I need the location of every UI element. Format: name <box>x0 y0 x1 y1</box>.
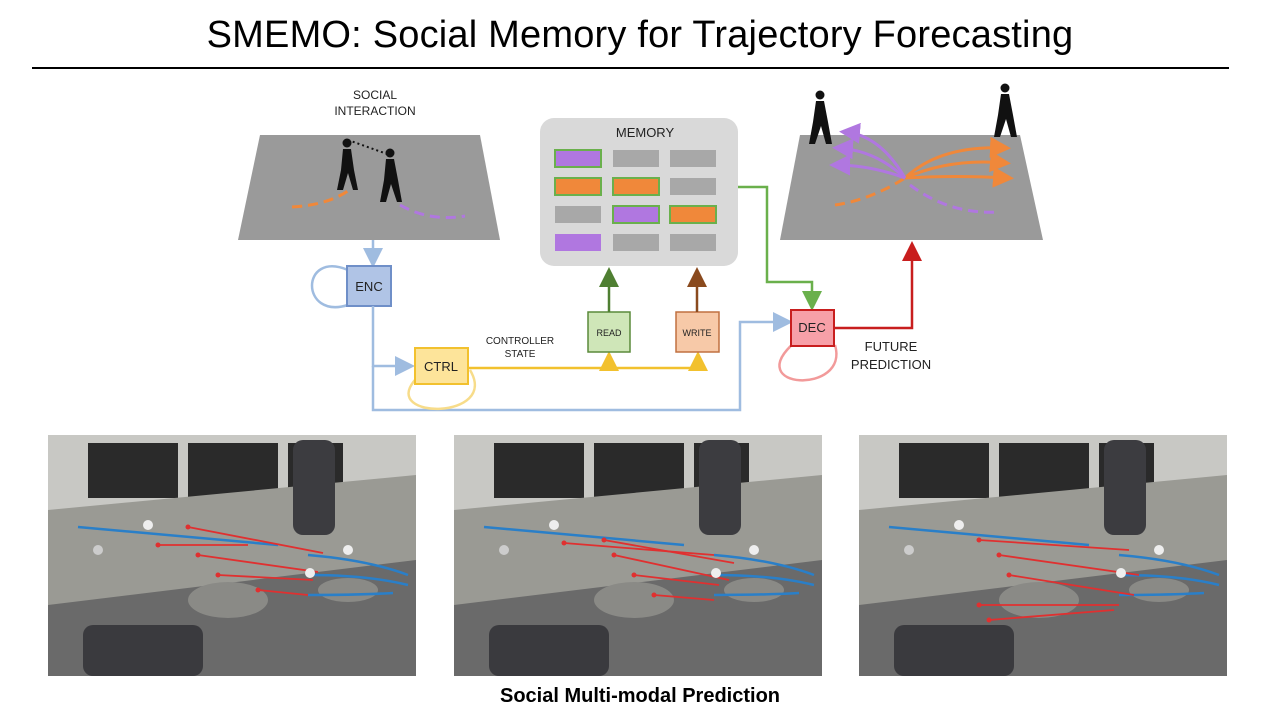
title-divider <box>32 67 1229 69</box>
dec-block <box>790 309 835 347</box>
enc-recurrent-loop <box>310 265 349 309</box>
pedestrian-icon <box>337 138 358 190</box>
slide-title: SMEMO: Social Memory for Trajectory Fore… <box>206 14 1074 56</box>
social-interaction-plane <box>238 135 500 240</box>
write-label: WRITE <box>683 328 712 338</box>
ctrl-block <box>414 347 469 385</box>
observed-track-purple <box>399 203 466 220</box>
memory-label: MEMORY <box>616 125 675 140</box>
past-track-purple <box>909 183 1001 214</box>
pedestrian-icon <box>994 83 1017 137</box>
read-label: READ <box>596 328 622 338</box>
dec-recurrent-loop <box>778 341 838 382</box>
figure-caption: Social Multi-modal Prediction <box>499 685 781 707</box>
social-interaction-label-line1: SOCIAL <box>353 88 397 102</box>
enc-block <box>346 265 392 307</box>
enc-to-ctrl-arrow <box>371 306 415 376</box>
read-block <box>587 311 631 353</box>
prediction-example-3 <box>859 435 1227 676</box>
ctrl-label: CTRL <box>424 359 458 374</box>
pedestrian-icon <box>380 148 402 202</box>
prediction-example-1 <box>48 435 416 676</box>
predicted-trajectories <box>829 122 1014 188</box>
prediction-example-2 <box>454 435 822 676</box>
observed-track-orange <box>291 186 353 209</box>
past-track-orange <box>834 176 906 207</box>
smemo-architecture-diagram: SOCIAL INTERACTION MEMORY <box>238 83 1043 412</box>
pedestrian-icon <box>809 90 832 144</box>
enc-label: ENC <box>355 279 382 294</box>
social-interaction-label-line2: INTERACTION <box>334 104 415 118</box>
memory-to-dec-arrow <box>738 185 822 311</box>
controller-state-label-line2: STATE <box>505 349 536 360</box>
future-prediction-label-line1: FUTURE <box>865 339 918 354</box>
write-block <box>675 311 720 353</box>
dec-to-prediction-arrow <box>834 241 922 330</box>
controller-state-label-line1: CONTROLLER <box>486 336 554 347</box>
dec-label: DEC <box>798 320 825 335</box>
future-prediction-label-line2: PREDICTION <box>851 357 931 372</box>
ctrl-recurrent-loop <box>407 369 477 410</box>
enc-to-dec-arrow <box>371 312 793 412</box>
memory-slots <box>554 149 717 251</box>
